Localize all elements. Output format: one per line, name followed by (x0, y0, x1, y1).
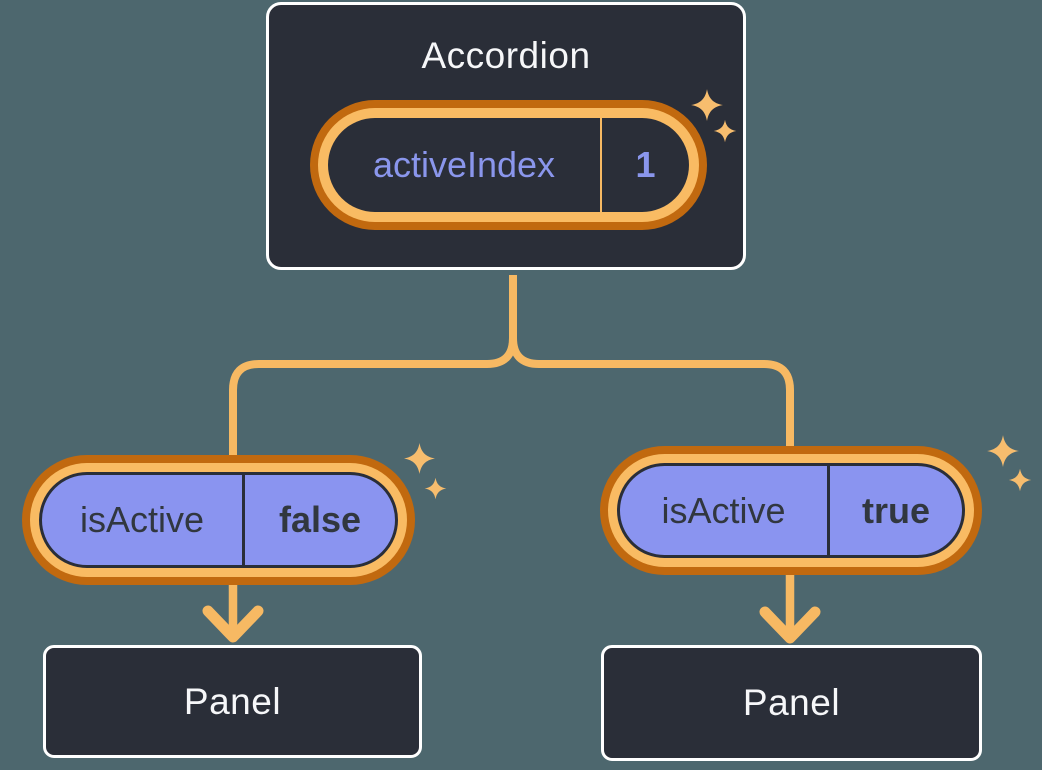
pill-divider (242, 475, 245, 565)
prop-value: false (278, 499, 362, 540)
connector-left-branch (229, 275, 517, 465)
sparkle-icon (1008, 468, 1032, 492)
state-name: activeIndex (372, 144, 556, 185)
prop-pill-right: isActive true (600, 446, 982, 575)
prop-name: isActive (79, 499, 205, 540)
prop-name: isActive (661, 489, 786, 531)
sparkle-icon (987, 435, 1019, 467)
prop-pill-ring: isActive true (608, 454, 974, 567)
sparkle-icon (404, 443, 435, 474)
panel-node-left: Panel (43, 645, 422, 758)
sparkle-icon (424, 477, 447, 500)
panel-label: Panel (742, 682, 841, 723)
prop-pill-ring: isActive false (30, 463, 407, 577)
state-value: 1 (635, 144, 656, 185)
sparkle-icon (713, 119, 737, 143)
prop-value: true (861, 489, 930, 531)
state-pill-ring: activeIndex 1 (318, 108, 699, 222)
panel-node-right: Panel (601, 645, 982, 761)
arrow-down-icon (759, 606, 821, 644)
prop-pill-body: isActive true (617, 463, 965, 558)
prop-pill-left: isActive false (22, 455, 415, 585)
accordion-title: Accordion (421, 35, 591, 76)
arrow-down-icon (202, 605, 264, 643)
connector-right-branch (509, 275, 794, 455)
state-pill: activeIndex 1 (310, 100, 707, 230)
panel-label: Panel (183, 680, 282, 722)
prop-pill-body: isActive false (39, 472, 398, 568)
sparkle-icon (691, 89, 723, 121)
state-pill-body: activeIndex 1 (328, 118, 689, 212)
pill-divider (600, 118, 602, 212)
pill-divider (827, 466, 830, 555)
